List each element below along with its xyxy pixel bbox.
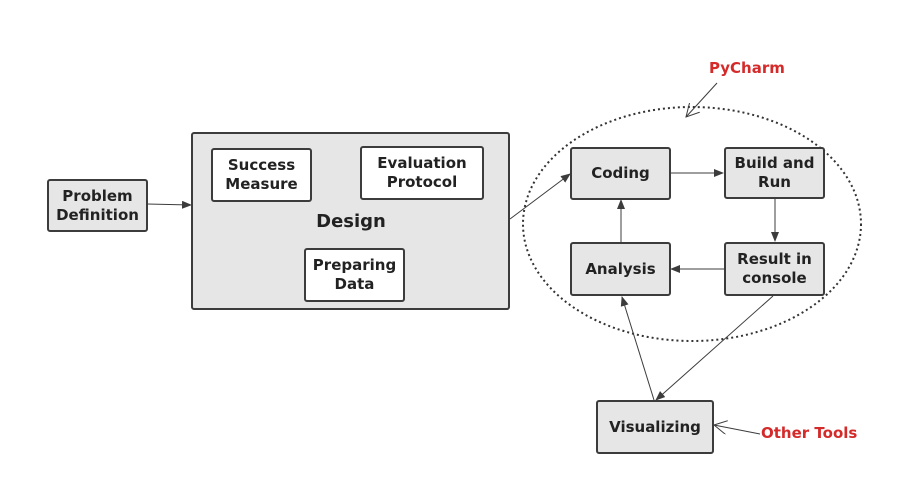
build-and-run-box: Build and Run xyxy=(724,147,825,199)
edge-design-to-coding xyxy=(509,173,571,220)
design-label: Design xyxy=(316,211,386,232)
pycharm-callout-arrow xyxy=(686,82,718,117)
edge-problem-to-design xyxy=(146,200,192,209)
problem-definition-box: Problem Definition xyxy=(47,179,148,232)
coding-box: Coding xyxy=(570,147,671,200)
other-tools-label: Other Tools xyxy=(761,424,858,442)
visualizing-box: Visualizing xyxy=(596,400,714,454)
success-measure-box: Success Measure xyxy=(211,148,312,202)
preparing-data-box: Preparing Data xyxy=(304,248,405,302)
pycharm-group-ellipse xyxy=(522,106,862,342)
edge-result-to-visualizing xyxy=(655,295,774,401)
analysis-box: Analysis xyxy=(570,242,671,296)
edge-visualizing-to-analysis xyxy=(620,296,655,401)
other-tools-callout-arrow xyxy=(714,425,761,435)
pycharm-label: PyCharm xyxy=(709,59,785,77)
result-in-console-box: Result in console xyxy=(724,242,825,296)
evaluation-protocol-box: Evaluation Protocol xyxy=(360,146,484,200)
